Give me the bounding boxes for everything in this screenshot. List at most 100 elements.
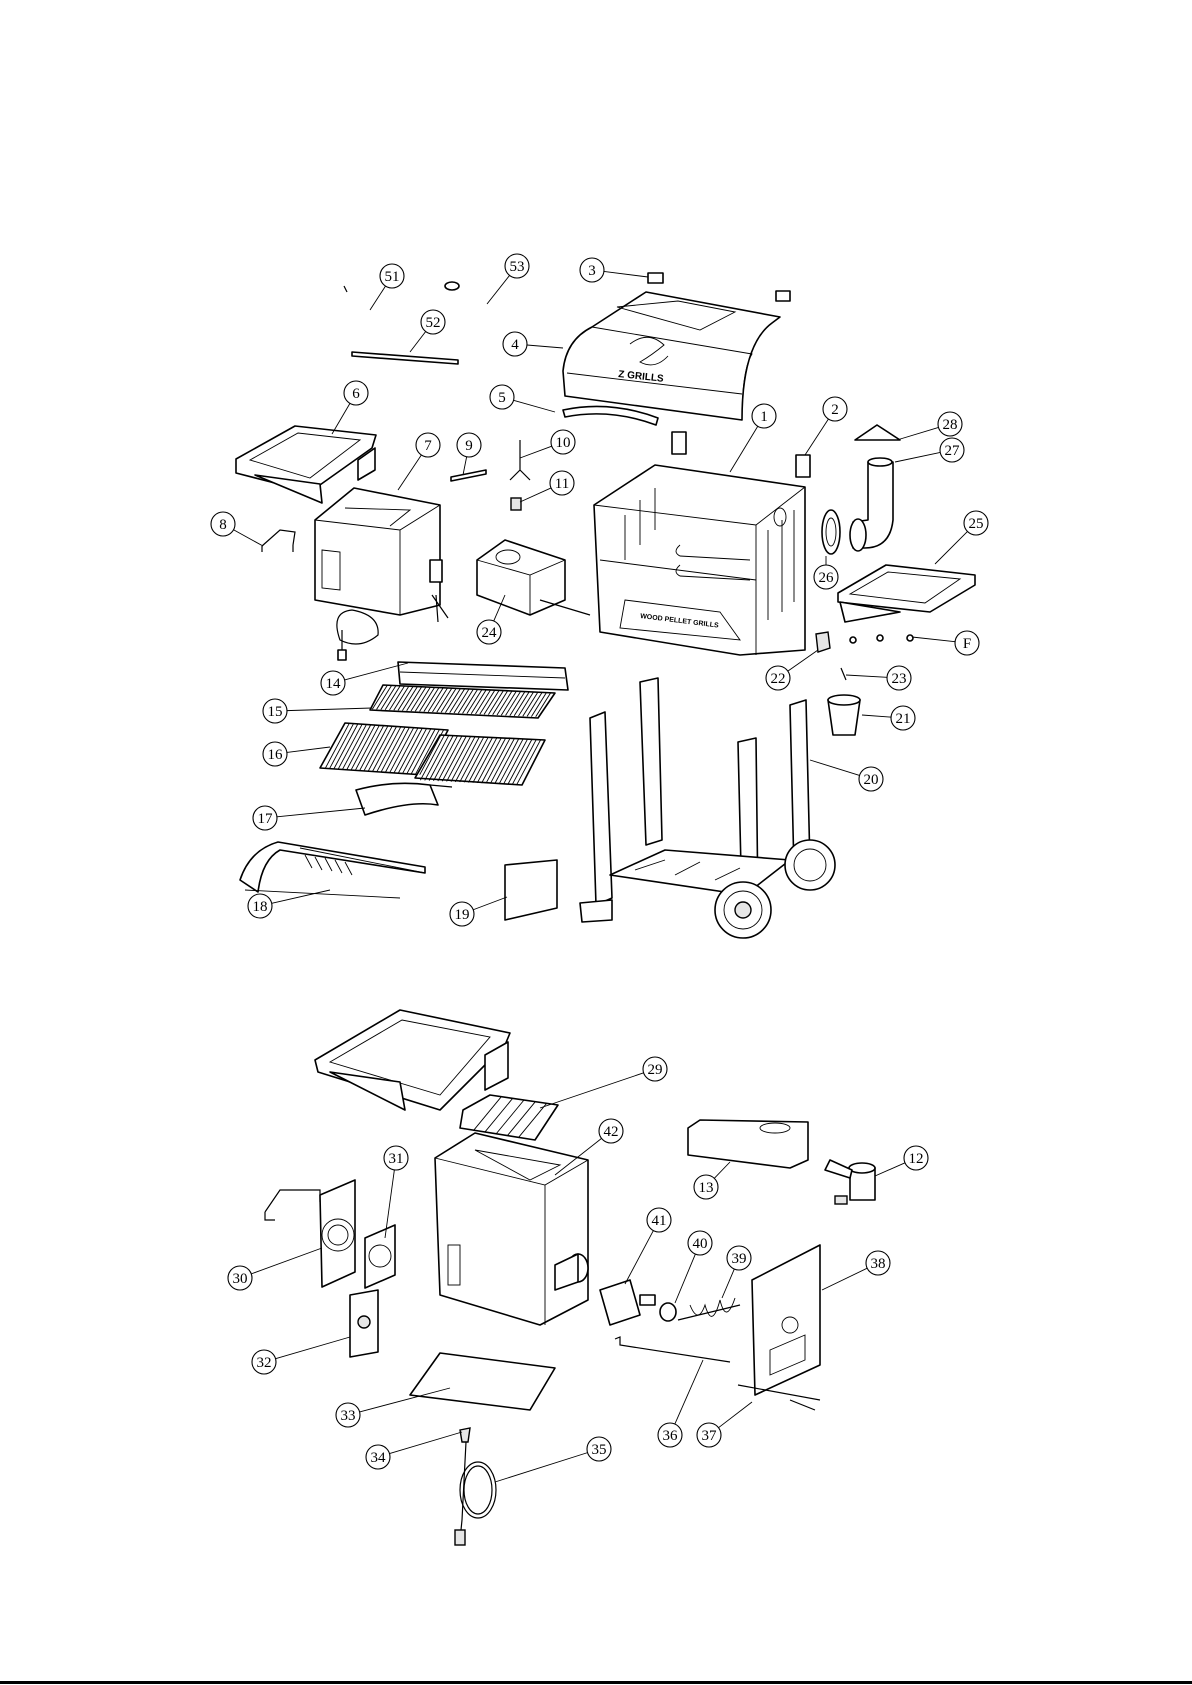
top-assembly-callout: 9 <box>456 432 482 476</box>
part-5-handle <box>562 405 659 426</box>
callout-number: 4 <box>511 337 519 353</box>
callout-leader-line <box>519 487 552 503</box>
callout-circle <box>696 1422 722 1448</box>
callout-circle <box>335 1402 361 1428</box>
part-12-firepot <box>824 1159 876 1205</box>
grate-bar <box>526 692 543 717</box>
grate-bar <box>535 692 552 718</box>
top-assembly-callout: 23 <box>845 665 912 691</box>
bottom-assembly-callout: 33 <box>335 1387 451 1428</box>
callout-number: 20 <box>864 772 879 788</box>
part-4-lid: Z GRILLS <box>562 291 781 421</box>
callout-number: 33 <box>341 1408 356 1424</box>
callout-number: 30 <box>233 1271 248 1287</box>
grate-bar <box>494 738 520 784</box>
callout-number: 31 <box>389 1151 404 1167</box>
part-37-temperature-probe <box>737 1384 821 1411</box>
top-assembly-callout: 14 <box>320 662 409 696</box>
bottom-assembly-callout: 41 <box>624 1207 672 1285</box>
bottom-assembly-callout: 40 <box>674 1230 713 1304</box>
callout-circle <box>549 470 575 496</box>
callout-number: 12 <box>909 1151 924 1167</box>
callout-number: 6 <box>352 386 360 402</box>
grate-bar <box>516 739 542 786</box>
callout-circle <box>320 670 346 696</box>
grate-bar <box>410 728 436 775</box>
bottom-assembly-callout: 38 <box>821 1250 891 1291</box>
grate-bar <box>507 739 533 785</box>
callout-number: 40 <box>693 1236 708 1252</box>
callout-circle <box>379 263 405 289</box>
grate-bar <box>446 736 472 782</box>
callout-number: 32 <box>257 1355 272 1371</box>
part-38-auger-plate <box>751 1244 821 1396</box>
callout-leader-line <box>718 1401 753 1429</box>
callout-number: 2 <box>831 402 839 418</box>
callout-circle <box>252 805 278 831</box>
grate-bar <box>393 727 419 774</box>
part-51-screw <box>343 285 348 293</box>
callout-leader-line <box>389 1431 463 1455</box>
callout-leader-line <box>493 594 506 622</box>
bottom-assembly-callout: 30 <box>227 1247 323 1291</box>
callout-circle <box>903 1145 929 1171</box>
grate-bar <box>393 685 410 711</box>
grate-bar <box>406 728 432 775</box>
part-7-hopper <box>314 487 449 661</box>
top-assembly-callout: 4 <box>502 331 564 357</box>
grate-bar <box>459 736 485 783</box>
grate-bar <box>518 1103 548 1138</box>
callout-leader-line <box>473 896 508 911</box>
bottom-assembly-callout: 35 <box>494 1436 612 1483</box>
grate-bar <box>492 690 509 716</box>
hopper-lid-shelf <box>314 1009 511 1111</box>
callout-number: 5 <box>498 390 506 406</box>
grate-bar <box>372 726 397 772</box>
callout-leader-line <box>674 1359 704 1425</box>
part-11-switch <box>510 497 522 511</box>
bottom-assembly-callout: 34 <box>365 1431 463 1470</box>
part-18-drip-pan <box>239 841 426 899</box>
callout-number: F <box>963 636 971 652</box>
callout-leader-line <box>821 1267 868 1291</box>
bottom-assembly-callout: 39 <box>721 1245 752 1299</box>
grate-bar <box>371 684 388 710</box>
callout-leader-line <box>275 1336 351 1360</box>
callout-leader-line <box>276 807 366 818</box>
bottom-assembly-callout: 12 <box>874 1145 929 1177</box>
page-bottom-rule <box>0 1681 1192 1684</box>
part-22-door-handle <box>815 631 831 653</box>
callout-leader-line <box>397 454 422 491</box>
bottom-assembly-callout: 13 <box>693 1161 731 1200</box>
callout-leader-line <box>674 1253 696 1304</box>
bottom-assembly-callout: 31 <box>383 1145 409 1239</box>
part-21-grease-bucket <box>827 694 861 736</box>
part-F-nuts <box>849 634 914 644</box>
grate-bar <box>503 738 528 785</box>
callout-leader-line <box>809 759 860 776</box>
callout-leader-line <box>369 285 386 311</box>
callout-circle <box>858 766 884 792</box>
part-35-power-cord <box>454 1441 497 1546</box>
grate-bar <box>463 737 489 783</box>
part-29-hopper-grid <box>459 1094 559 1141</box>
callout-number: 11 <box>555 476 569 492</box>
callout-leader-line <box>787 649 819 672</box>
grate-bar <box>436 687 453 713</box>
callout-circle <box>579 257 605 283</box>
grate-bar <box>472 1096 502 1131</box>
grate-bar <box>384 685 401 711</box>
callout-circle <box>726 1245 752 1271</box>
callout-number: 37 <box>702 1428 718 1444</box>
grate-bar <box>450 736 476 782</box>
callout-circle <box>813 564 839 590</box>
grate-bar <box>454 736 480 783</box>
callout-leader-line <box>874 1162 906 1177</box>
callout-number: 9 <box>465 438 473 454</box>
grate-bar <box>419 729 445 775</box>
part-17-drip-tray <box>355 782 453 816</box>
top-assembly-callout: 5 <box>489 384 556 413</box>
callout-number: 22 <box>771 671 786 687</box>
callout-leader-line <box>911 636 956 643</box>
